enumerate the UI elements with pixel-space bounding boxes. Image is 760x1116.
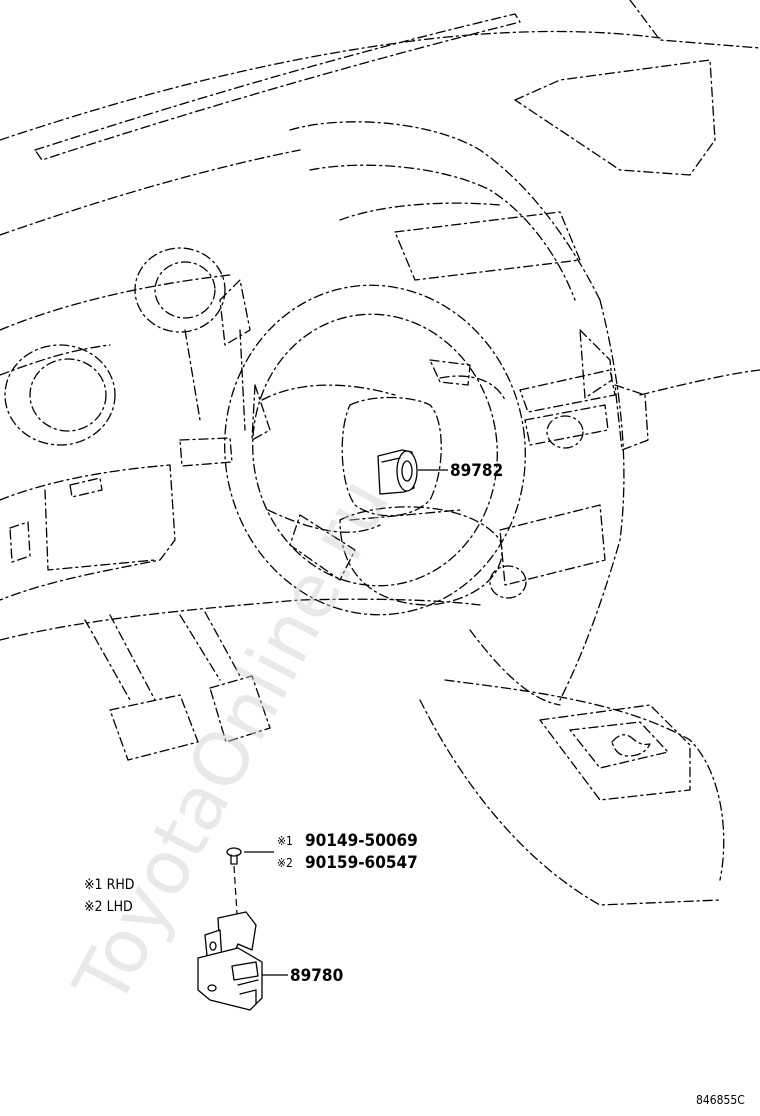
lower-dashboard: [0, 279, 481, 641]
bolt-rhd-mark: ※1: [277, 834, 293, 848]
legend-rhd: ※1 RHD: [84, 877, 135, 893]
legend: ※1 RHD ※2 LHD: [84, 877, 135, 915]
bolt-lhd-mark: ※2: [277, 856, 293, 870]
legend-lhd: ※2 LHD: [84, 899, 133, 915]
dashboard-outline: [0, 0, 760, 376]
bolt-lhd-part-number: 90159-60547: [305, 853, 418, 873]
part-label-89780: 89780: [290, 966, 343, 986]
instrument-cluster: [4, 121, 601, 446]
part-89782-shape: [377, 449, 448, 495]
bolt-callouts: ※1 90149-50069 ※2 90159-60547: [277, 831, 418, 873]
part-89780-shape: [197, 911, 288, 1011]
bolt-shape: [226, 847, 274, 931]
part-label-89782: 89782: [450, 461, 503, 481]
center-console: [419, 299, 760, 906]
steering-wheel: [224, 284, 526, 616]
bolt-rhd-part-number: 90149-50069: [305, 831, 418, 851]
diagram-reference-code: 846855C: [696, 1093, 745, 1107]
pedals: [84, 611, 271, 761]
